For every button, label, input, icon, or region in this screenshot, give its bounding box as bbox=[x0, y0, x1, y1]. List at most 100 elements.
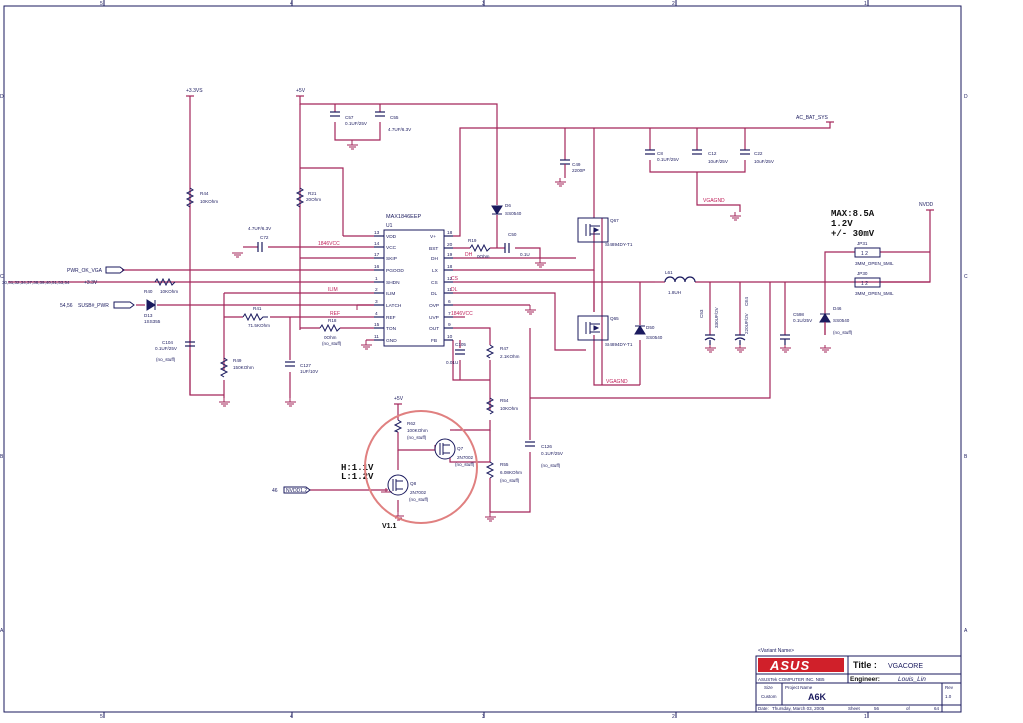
label-d6-val: SS0540 bbox=[505, 211, 522, 216]
net-labels: 1846VCC 1846VCC ILIM REF DH CS DL VGAGND… bbox=[318, 198, 725, 385]
label-r47-ref: R47 bbox=[500, 346, 509, 351]
label-c127-ref: C127 bbox=[300, 363, 311, 368]
label-jp30-val: 3MM_OPEN_5MIL bbox=[855, 291, 894, 296]
rail-labels: +3.3VS +5V AC_BAT_SYS NVDD +5V PWR_OK_VG… bbox=[2, 88, 934, 494]
label-r21-val: 20Ohm bbox=[306, 197, 321, 202]
mosfet-q7 bbox=[434, 438, 456, 460]
svg-text:16: 16 bbox=[374, 264, 380, 270]
label-c72-ref: C72 bbox=[260, 235, 269, 240]
svg-text:13: 13 bbox=[374, 230, 380, 236]
offpage-pins-label: 30,31,32,34,37,38,39,40,51,53,54 bbox=[2, 280, 70, 285]
annotation-high-voltage: H:1.1V bbox=[341, 463, 374, 473]
label-jp31-ref: JP31 bbox=[857, 241, 868, 246]
border-col-label: 2 bbox=[672, 714, 675, 720]
label-c12-val: 10uF/25V bbox=[708, 159, 729, 164]
resistor-r55 bbox=[485, 461, 495, 479]
annotations: MAX:8.5A 1.2V +/- 30mV H:1.1V L:1.2V V1.… bbox=[341, 209, 875, 530]
sheet-of: of bbox=[906, 706, 911, 711]
label-r55-ref: R55 bbox=[500, 462, 509, 467]
label-q7-ref: Q7 bbox=[457, 446, 464, 451]
resistor-r47 bbox=[485, 344, 495, 359]
label-r18-ref: R18 bbox=[328, 318, 337, 323]
label-r55-val: 6.08KOhm bbox=[500, 470, 522, 475]
border-col-label: 5 bbox=[100, 714, 103, 720]
svg-text:11: 11 bbox=[447, 287, 452, 293]
resistor-r54 bbox=[485, 397, 495, 415]
capacitor-c57 bbox=[330, 111, 340, 117]
sheet-label: Sheet bbox=[848, 706, 861, 711]
capacitor-c55 bbox=[375, 111, 385, 117]
net-1846vcc: 1846VCC bbox=[318, 241, 340, 247]
svg-text:12: 12 bbox=[447, 276, 453, 282]
asus-logo: ASUS bbox=[769, 658, 810, 673]
diode-d13 bbox=[146, 299, 156, 311]
svg-text:PWR_OK_VGA: PWR_OK_VGA bbox=[67, 268, 103, 274]
capacitor-c12 bbox=[692, 149, 702, 155]
label-d46-val: SS0540 bbox=[833, 318, 850, 323]
capacitor-c49 bbox=[560, 159, 570, 178]
mosfet-q67 bbox=[577, 217, 609, 243]
border-col-label: 4 bbox=[290, 714, 293, 720]
rev-value: 1.0 bbox=[945, 694, 952, 699]
svg-text:19: 19 bbox=[447, 252, 453, 258]
border-col-label: 4 bbox=[290, 1, 293, 7]
border-row-label: D bbox=[0, 94, 4, 100]
label-c22-ref: C22 bbox=[754, 151, 763, 156]
svg-text:LX: LX bbox=[432, 268, 439, 274]
border-row-label: B bbox=[0, 454, 4, 460]
net-1846vcc: 1846VCC bbox=[451, 311, 473, 317]
svg-text:NVDD1.2: NVDD1.2 bbox=[286, 488, 307, 494]
label-c8-ref: C8 bbox=[657, 151, 663, 156]
svg-text:AC_BAT_SYS: AC_BAT_SYS bbox=[796, 115, 829, 121]
svg-text:VDD: VDD bbox=[386, 234, 397, 240]
label-l61-ref: L61 bbox=[665, 270, 673, 275]
label-r62-ref: R62 bbox=[407, 421, 416, 426]
label-r40-val: 10KOhm bbox=[160, 289, 178, 294]
label-jp30-ref: JP30 bbox=[857, 271, 868, 276]
svg-text:VCC: VCC bbox=[386, 245, 397, 251]
label-d13-val: 1SS355 bbox=[144, 319, 161, 324]
power-rail-ac-bat-sys: AC_BAT_SYS bbox=[796, 115, 834, 123]
resistor-r49 bbox=[219, 357, 229, 378]
resistor-r44 bbox=[185, 187, 195, 208]
svg-text:+3.3VS: +3.3VS bbox=[186, 88, 203, 94]
offpage-susb: 54,56 SUSB#_PWR bbox=[60, 301, 135, 309]
label-q65-ref: Q65 bbox=[610, 316, 619, 321]
border-row-label: C bbox=[0, 274, 4, 280]
label-r54-ref: R54 bbox=[500, 398, 509, 403]
capacitor-c50 bbox=[504, 243, 510, 253]
size-value: Custom bbox=[761, 694, 777, 699]
label-c126-val: 0.1UF/25V bbox=[541, 451, 564, 456]
svg-text:+5V: +5V bbox=[394, 396, 404, 402]
svg-text:20: 20 bbox=[447, 242, 453, 248]
label-r49-ref: R49 bbox=[233, 358, 242, 363]
capacitor-c72 bbox=[257, 242, 263, 252]
sheet-title: VGACORE bbox=[888, 663, 923, 670]
label-r18-note: (no_stuff) bbox=[322, 341, 342, 346]
resistor-r62 bbox=[393, 419, 403, 433]
annotation-max-current: MAX:8.5A bbox=[831, 209, 875, 219]
power-rail-nvdd: NVDD bbox=[919, 202, 934, 211]
label-r19-val: 0Ohm bbox=[477, 254, 490, 259]
label-c49-val: 2200P bbox=[572, 168, 585, 173]
svg-text:54,56: 54,56 bbox=[60, 303, 73, 309]
svg-text:1: 1 bbox=[375, 276, 378, 282]
svg-text:18: 18 bbox=[447, 230, 453, 236]
label-r44-ref: R44 bbox=[200, 191, 209, 196]
net-dh: DH bbox=[465, 252, 473, 258]
label-r41-ref: R41 bbox=[253, 306, 262, 311]
title-block: <Variant Name> ASUS Title : VGACORE Engi… bbox=[755, 648, 962, 713]
svg-text:10: 10 bbox=[447, 334, 453, 340]
offpage-3v3-label: +3.3V bbox=[84, 280, 98, 286]
border-col-label: 3 bbox=[482, 1, 485, 7]
label-q67-ref: Q67 bbox=[610, 218, 619, 223]
highlight-circle bbox=[364, 410, 478, 524]
ic-pin-stubs bbox=[374, 235, 453, 341]
label-q8-ref: Q8 bbox=[410, 481, 417, 486]
engineer-name: Louis_Lin bbox=[898, 676, 926, 683]
svg-text:6: 6 bbox=[448, 299, 451, 305]
svg-text:OVP: OVP bbox=[429, 303, 439, 309]
svg-text:SHDN: SHDN bbox=[386, 280, 400, 286]
diodes bbox=[146, 205, 831, 335]
label-ce4-ref: CE4 bbox=[744, 297, 749, 306]
